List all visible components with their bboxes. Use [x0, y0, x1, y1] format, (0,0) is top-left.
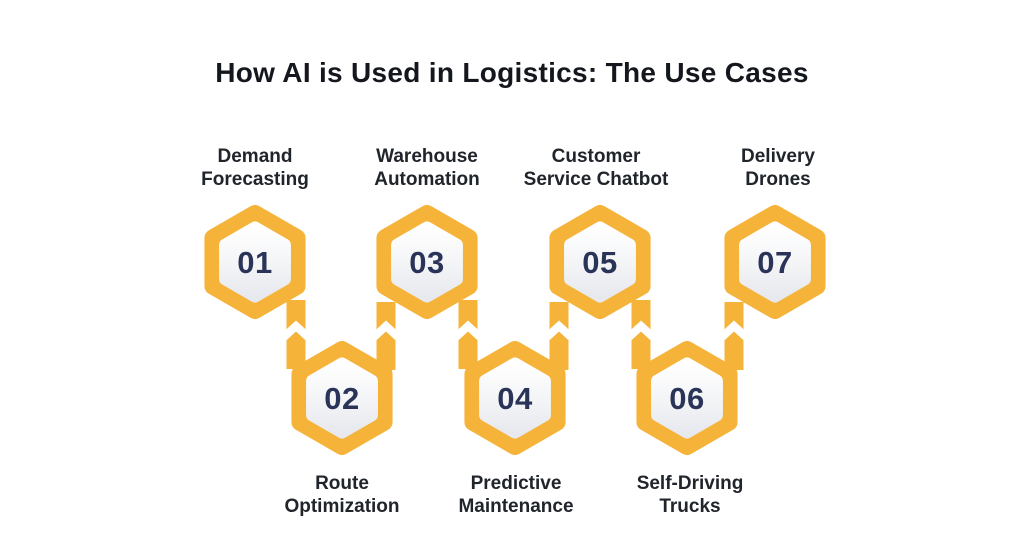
hexagon-02-number: 02 — [324, 381, 359, 416]
label-line: Customer — [551, 146, 641, 167]
ribbon-02-03 — [376, 302, 396, 370]
hexagon-03: 03 — [385, 214, 468, 310]
ribbon-05-06 — [631, 300, 651, 369]
label-line: Optimization — [284, 496, 400, 517]
hexagon-06: 06 — [645, 350, 728, 446]
label-line: Drones — [745, 169, 811, 190]
label-line: Service Chatbot — [523, 169, 669, 190]
label-predictive-maintenance: Predictive Maintenance — [458, 472, 573, 518]
hexagon-03-number: 03 — [409, 245, 444, 280]
ribbon-break-03-04 — [452, 320, 484, 341]
ribbon-break-05-06 — [625, 320, 657, 341]
ribbon-06-07 — [724, 302, 744, 370]
ribbon-break-04-05 — [543, 320, 575, 341]
hexagon-07: 07 — [733, 214, 816, 310]
page-title: How AI is Used in Logistics: The Use Cas… — [215, 57, 809, 88]
ribbon-03-04 — [458, 300, 478, 369]
label-delivery-drones: Delivery Drones — [741, 145, 815, 191]
label-line: Forecasting — [201, 169, 309, 190]
ribbon-break-06-07 — [718, 320, 750, 341]
label-route-optimization: Route Optimization — [284, 472, 399, 518]
hexagon-04-number: 04 — [497, 381, 533, 416]
ribbon-04-05 — [549, 302, 569, 370]
label-line: Self-Driving — [636, 473, 744, 494]
hexagon-06-number: 06 — [669, 381, 704, 416]
connector-ribbons — [286, 300, 744, 370]
hexagon-01-number: 01 — [237, 245, 272, 280]
label-self-driving-trucks: Self-Driving Trucks — [637, 472, 744, 518]
ribbon-break-02-03 — [370, 320, 402, 341]
label-line: Demand — [217, 146, 293, 167]
ribbon-break-01-02 — [280, 320, 312, 341]
label-customer-service-chatbot: Customer Service Chatbot — [524, 145, 669, 191]
label-demand-forecasting: Demand Forecasting — [201, 145, 309, 191]
hexagon-05-number: 05 — [582, 245, 617, 280]
label-warehouse-automation: Warehouse Automation — [374, 145, 480, 191]
hexagon-05: 05 — [558, 214, 641, 310]
label-line: Maintenance — [458, 496, 574, 517]
hexagon-04: 04 — [473, 350, 556, 446]
label-line: Predictive — [470, 473, 562, 494]
label-line: Automation — [374, 169, 480, 190]
hexagon-02: 02 — [300, 350, 383, 446]
label-line: Route — [315, 473, 369, 494]
ribbon-01-02 — [286, 300, 306, 369]
label-line: Delivery — [741, 146, 815, 167]
ribbon-breaks — [280, 320, 750, 341]
label-line: Trucks — [659, 496, 721, 517]
label-line: Warehouse — [376, 146, 478, 167]
hexagon-01: 01 — [213, 214, 296, 310]
hexagon-07-number: 07 — [757, 245, 792, 280]
